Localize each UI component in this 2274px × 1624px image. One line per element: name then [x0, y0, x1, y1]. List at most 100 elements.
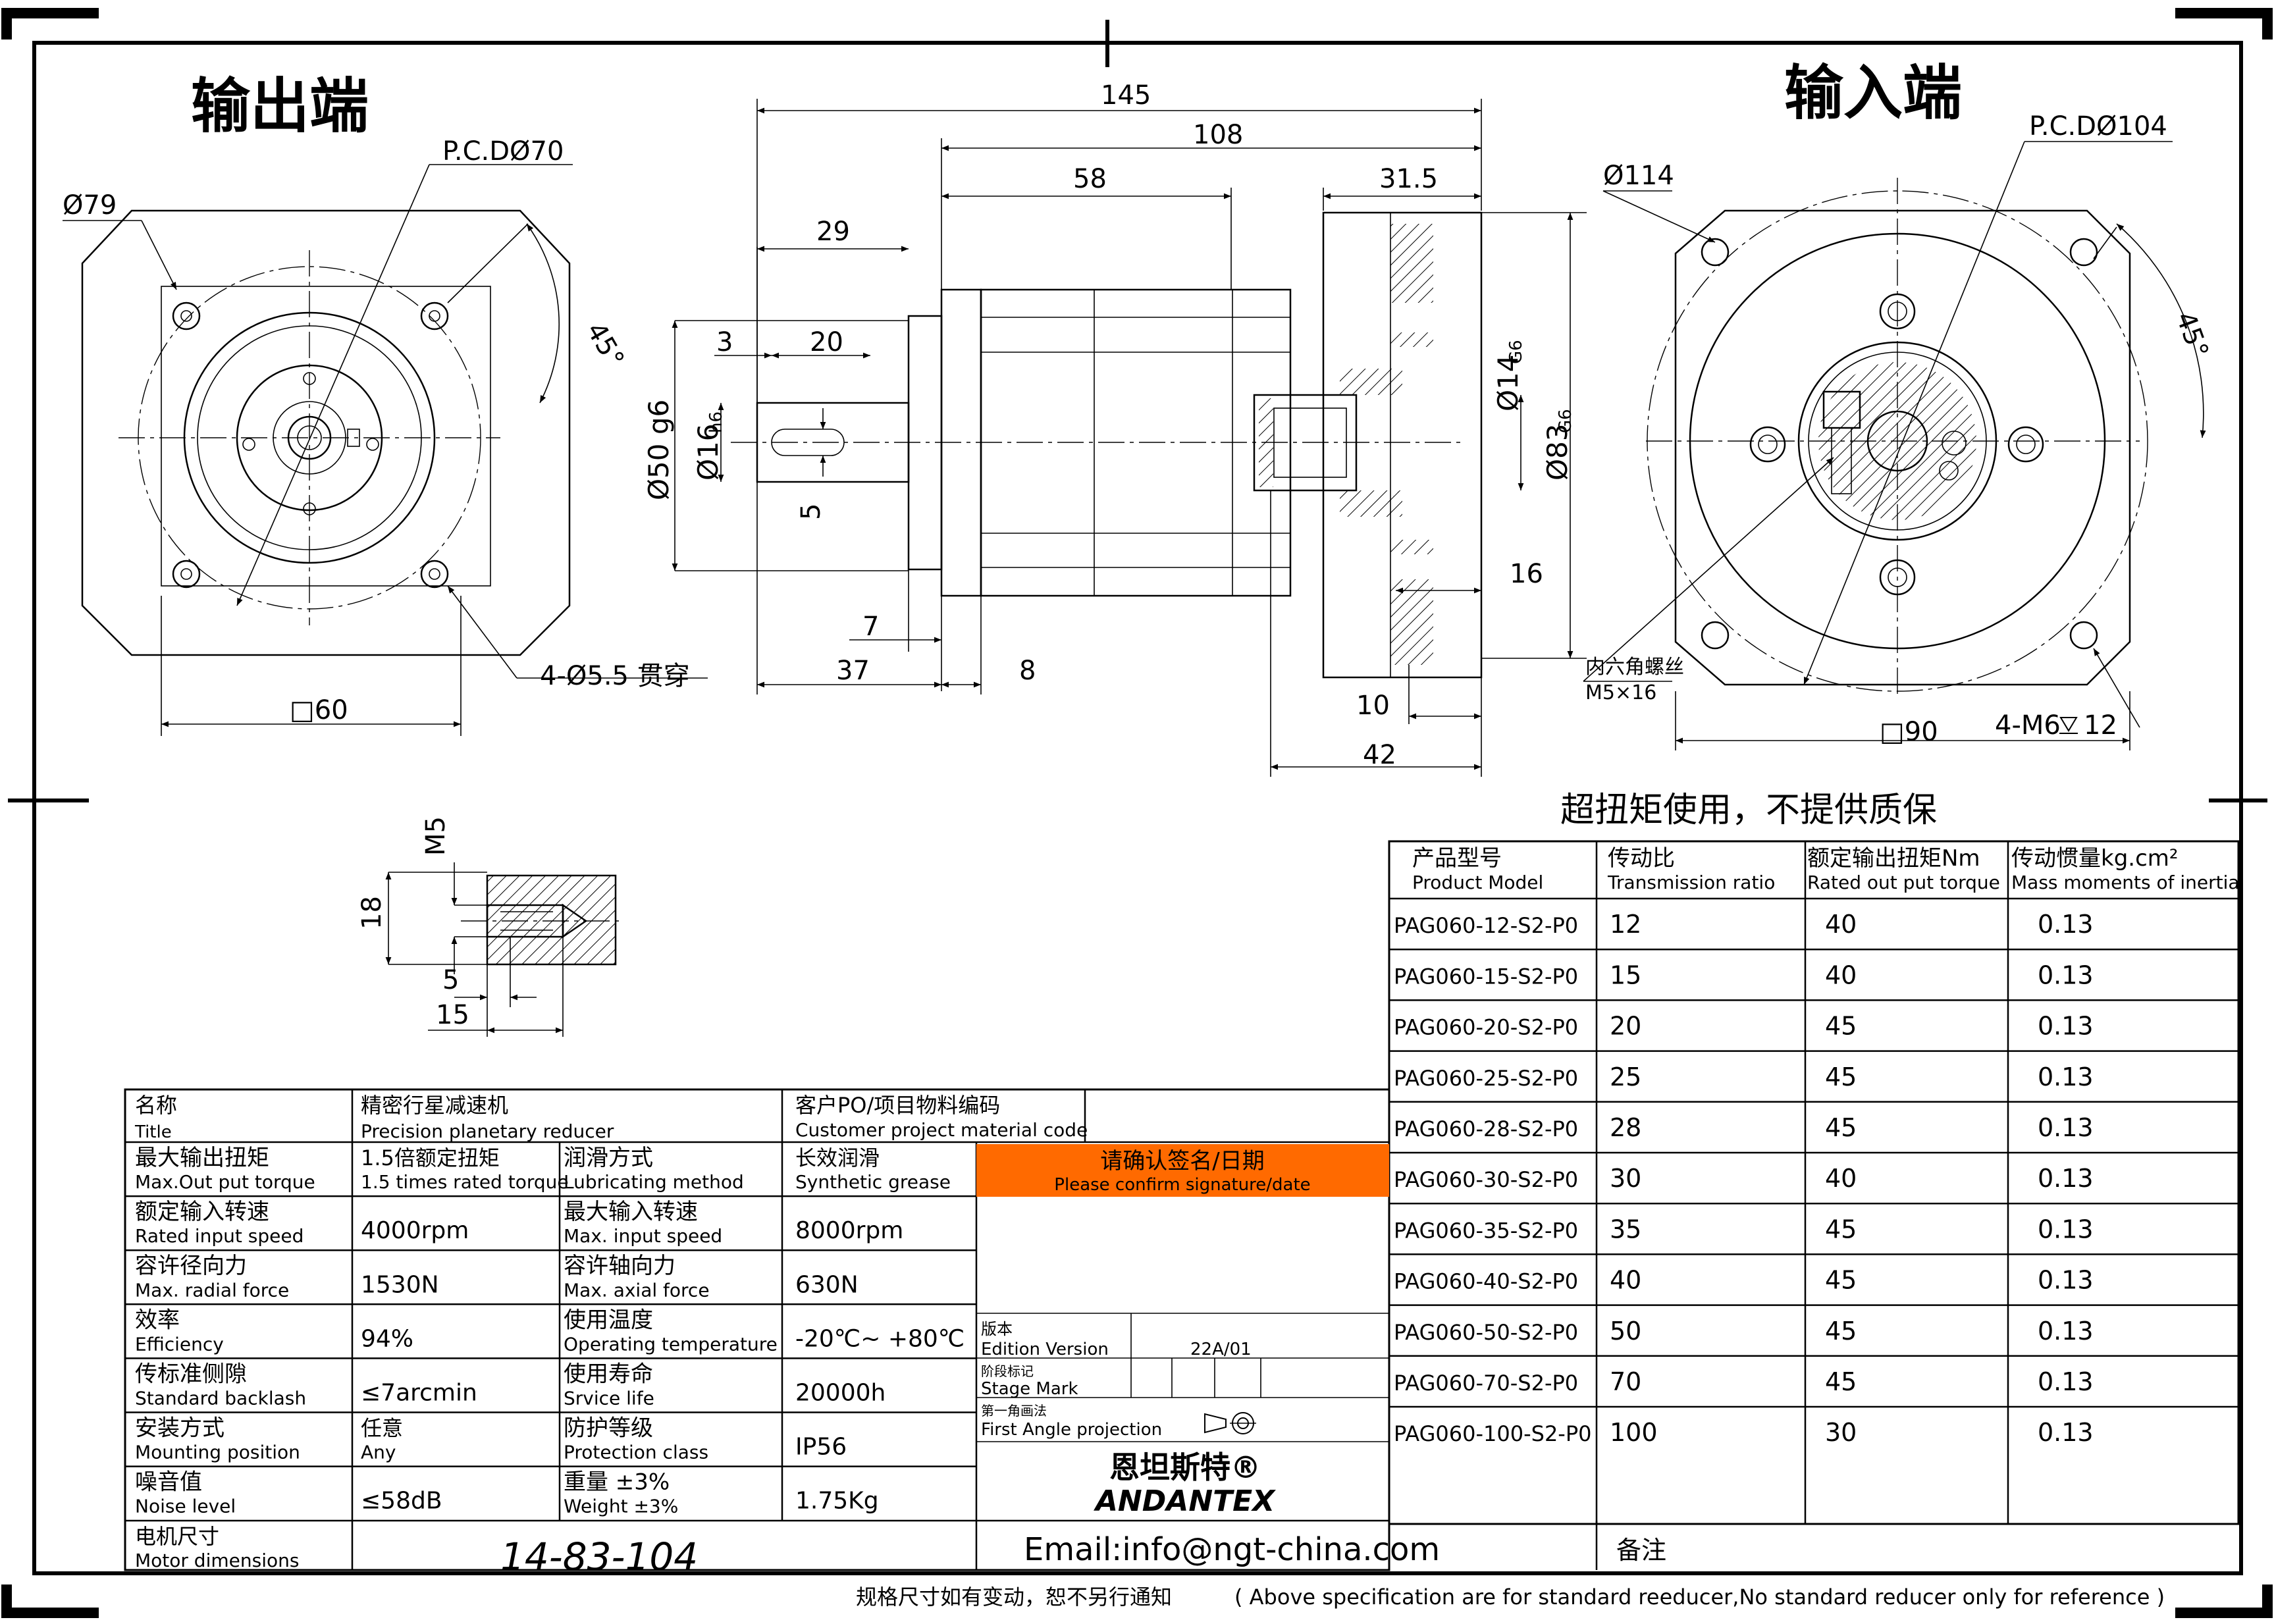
spec-label1-cn-4: 传标准侧隙	[135, 1361, 247, 1387]
footer-en: ( Above specification are for standard r…	[1234, 1585, 2165, 1610]
model-cell-r3-c2: 45	[1825, 1062, 1857, 1091]
spec-label2-cn-5: 防护等级	[564, 1415, 653, 1442]
dim-42: 42	[1363, 740, 1396, 770]
warranty-note: 超扭矩使用，不提供质保	[1560, 791, 1937, 830]
spec-value1-en-5: Any	[361, 1442, 396, 1463]
input-end-view: P.C.DØ104 Ø114 45° 内六角螺丝 M5×16 □90 4-M6 …	[1583, 111, 2214, 750]
model-cell-r6-c1: 35	[1610, 1215, 1641, 1244]
title-label-en: Title	[134, 1122, 172, 1142]
model-header-cn-2: 额定输出扭矩Nm	[1807, 845, 1980, 872]
dim-58: 58	[1073, 164, 1107, 194]
spec-label1-cn-0: 最大输出扭矩	[135, 1145, 269, 1171]
model-cell-r5-c2: 40	[1825, 1164, 1857, 1193]
spec-value1-en-0: 1.5 times rated torque	[361, 1171, 569, 1193]
input-holes-label: 4-M6	[1995, 710, 2061, 741]
spec-label1-en-0: Max.Out put torque	[135, 1171, 315, 1193]
confirm-en: Please confirm signature/date	[1054, 1175, 1310, 1195]
logo-en: ANDANTEX	[1094, 1484, 1276, 1518]
dim-37: 37	[836, 656, 870, 686]
model-cell-r5-c3: 0.13	[2038, 1164, 2094, 1193]
dim-20: 20	[810, 327, 843, 357]
model-header-cn-0: 产品型号	[1412, 845, 1502, 872]
dim-145: 145	[1101, 80, 1151, 111]
spec-label2-en-6: Weight ±3%	[564, 1496, 678, 1517]
spec-label1-en-2: Max. radial force	[135, 1279, 289, 1301]
model-cell-r3-c3: 0.13	[2038, 1062, 2094, 1091]
confirm-banner	[976, 1144, 1389, 1197]
title-value-en: Precision planetary reducer	[361, 1120, 614, 1142]
output-angle-label: 45°	[580, 317, 629, 373]
spec-label1-cn-3: 效率	[135, 1307, 180, 1333]
screw-cn-label: 内六角螺丝	[1585, 656, 1684, 679]
input-square-label: □90	[1880, 717, 1938, 747]
spec-value1-3: 94%	[361, 1325, 413, 1352]
model-cell-r4-c0: PAG060-28-S2-P0	[1394, 1116, 1578, 1141]
model-cell-r10-c3: 0.13	[2038, 1418, 2094, 1447]
dia-14-label: Ø14	[1492, 354, 1524, 411]
spec-label1-en-5: Mounting position	[135, 1442, 300, 1463]
customer-code-cn: 客户PO/项目物料编码	[795, 1093, 1000, 1118]
sheet-border	[32, 41, 2243, 1575]
title-value-cn: 精密行星减速机	[361, 1093, 508, 1118]
model-cell-r10-c2: 30	[1825, 1418, 1857, 1447]
spec-label1-en-6: Noise level	[135, 1496, 236, 1517]
dim-3: 3	[716, 327, 733, 357]
model-cell-r8-c2: 45	[1825, 1317, 1857, 1346]
stage-cn: 阶段标记	[981, 1363, 1034, 1379]
spec-value2-3: -20℃~ +80℃	[795, 1325, 965, 1352]
model-cell-r10-c0: PAG060-100-S2-P0	[1394, 1421, 1592, 1446]
model-cell-r4-c3: 0.13	[2038, 1113, 2094, 1142]
model-cell-r0-c3: 0.13	[2038, 910, 2094, 939]
spec-value2-2: 630N	[795, 1271, 859, 1298]
confirm-cn: 请确认签名/日期	[1100, 1148, 1264, 1174]
stage-en: Stage Mark	[981, 1379, 1078, 1399]
model-cell-r1-c1: 15	[1610, 960, 1641, 989]
model-header-en-3: Mass moments of inertia	[2011, 872, 2240, 893]
dim-16: 16	[1510, 559, 1543, 589]
spec-label1-cn-6: 噪音值	[135, 1469, 202, 1496]
model-header-cn-1: 传动比	[1608, 845, 1675, 872]
input-end-heading: 输入端	[1784, 59, 1962, 128]
email-text: Email:info@ngt-china.com	[1024, 1531, 1440, 1568]
spec-label2-en-1: Max. input speed	[564, 1225, 722, 1247]
tap-5-label: 5	[442, 965, 459, 995]
tap-m5-label: M5	[421, 816, 451, 856]
model-cell-r9-c1: 70	[1610, 1367, 1641, 1396]
model-cell-r2-c2: 45	[1825, 1012, 1857, 1041]
spec-value2-cn-0: 长效润滑	[795, 1145, 880, 1170]
model-cell-r9-c0: PAG060-70-S2-P0	[1394, 1371, 1578, 1396]
model-cell-r1-c2: 40	[1825, 960, 1857, 989]
logo-cn: 恩坦斯特®	[1109, 1450, 1261, 1485]
input-pcd-label: P.C.DØ104	[2029, 111, 2167, 142]
model-cell-r7-c3: 0.13	[2038, 1266, 2094, 1295]
spec-table: 名称 Title 精密行星减速机 Precision planetary red…	[124, 1088, 1666, 1579]
dim-7: 7	[862, 612, 879, 642]
spec-label2-cn-6: 重量 ±3%	[564, 1469, 670, 1496]
spec-value1-2: 1530N	[361, 1271, 439, 1298]
model-cell-r8-c1: 50	[1610, 1317, 1641, 1346]
model-cell-r0-c2: 40	[1825, 910, 1857, 939]
spec-label2-en-3: Operating temperature	[564, 1333, 778, 1355]
input-holes-depth: 12	[2084, 710, 2117, 741]
remark-label: 备注	[1616, 1536, 1666, 1565]
spec-label2-en-4: Srvice life	[564, 1388, 654, 1409]
model-cell-r7-c2: 45	[1825, 1266, 1857, 1295]
footer-cn: 规格尺寸如有变动，恕不另行通知	[856, 1585, 1172, 1610]
edition-en: Edition Version	[981, 1340, 1109, 1359]
spec-value2-4: 20000h	[795, 1380, 886, 1407]
model-header-cn-3: 传动惯量kg.cm²	[2011, 845, 2179, 872]
tap-18-label: 18	[357, 896, 387, 930]
dim-8: 8	[1019, 656, 1036, 686]
spec-label2-cn-1: 最大输入转速	[564, 1199, 698, 1225]
model-header-en-1: Transmission ratio	[1607, 872, 1775, 893]
dim-10: 10	[1356, 691, 1390, 721]
spec-label2-cn-0: 润滑方式	[564, 1145, 653, 1171]
spec-value2-en-0: Synthetic grease	[795, 1171, 951, 1193]
customer-code-en: Customer project material code	[795, 1119, 1088, 1141]
model-cell-r9-c3: 0.13	[2038, 1367, 2094, 1396]
projection-cn: 第一角画法	[981, 1403, 1047, 1419]
spec-label1-cn-5: 安装方式	[135, 1415, 225, 1442]
